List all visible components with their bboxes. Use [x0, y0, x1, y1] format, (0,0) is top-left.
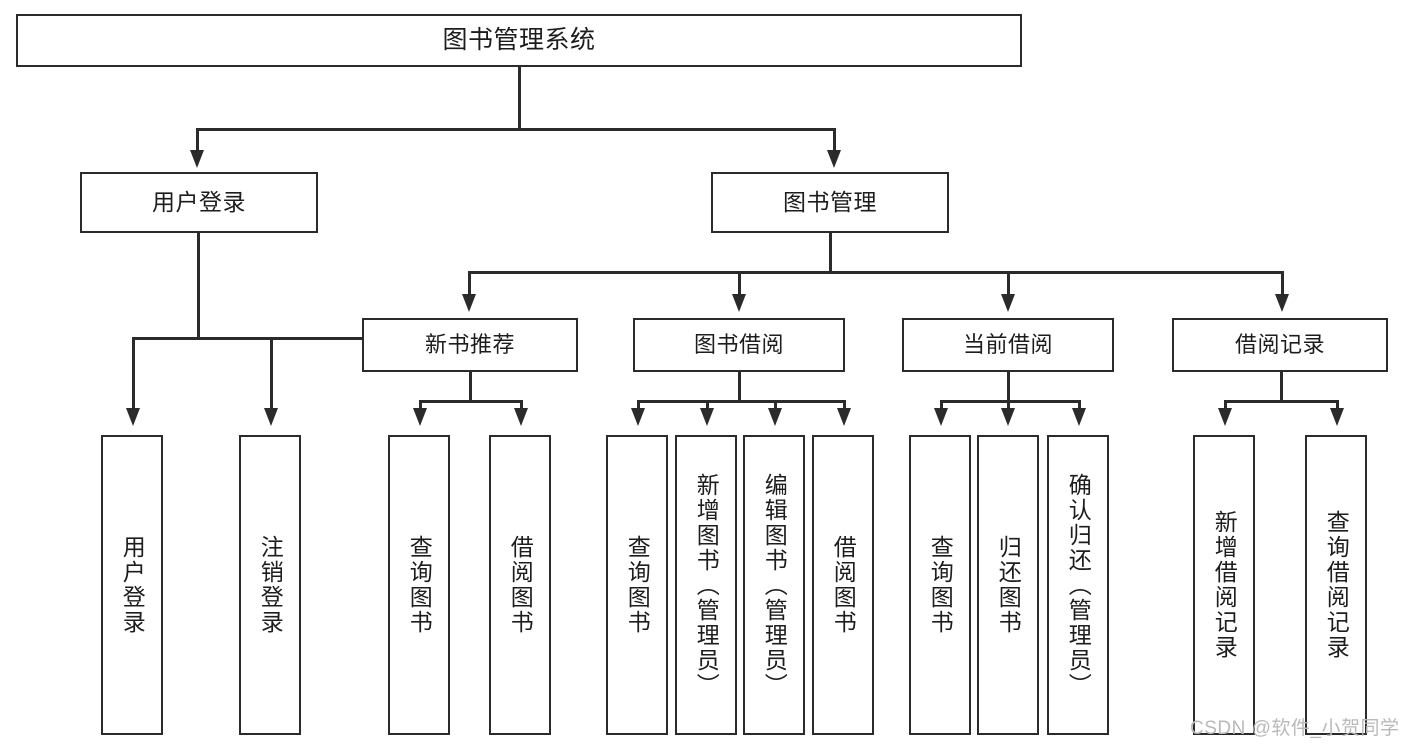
- node-leaf-cur-confirm-return-label: 确认归还（管理员）: [1065, 472, 1092, 698]
- node-leaf-rec-query-book[interactable]: 查询图书: [388, 435, 450, 735]
- node-leaf-user-login[interactable]: 用户登录: [101, 435, 163, 735]
- connector-current-borrow-drop-2: [1007, 400, 1010, 410]
- connector-root-to-user-login: [196, 128, 199, 152]
- connector-borrow-record-drop-2: [1336, 400, 1339, 410]
- node-user-login[interactable]: 用户登录: [80, 172, 318, 233]
- arrow-borrow-record-to-leaf-1: [1218, 408, 1232, 426]
- connector-book-borrow-drop-3: [774, 400, 777, 410]
- connector-current-borrow-drop-3: [1078, 400, 1081, 410]
- node-leaf-cur-return-book-label: 归还图书: [995, 535, 1022, 635]
- node-book-borrow-label: 图书借阅: [693, 332, 784, 358]
- arrow-book-manage-to-new-book-recommend: [462, 294, 476, 312]
- node-leaf-borrow-edit-book-label: 编辑图书（管理员）: [761, 472, 788, 698]
- connector-book-manage-drop-2: [738, 271, 741, 296]
- arrow-book-manage-to-current-borrow: [1001, 294, 1015, 312]
- node-book-manage[interactable]: 图书管理: [711, 172, 949, 233]
- arrow-root-to-book-manage: [827, 150, 841, 168]
- node-leaf-rec-query-book-label: 查询图书: [406, 535, 433, 635]
- node-leaf-user-logout-label: 注销登录: [257, 535, 284, 635]
- connector-book-manage-drop-1: [468, 271, 471, 296]
- node-leaf-rec-query-record-label: 查询借阅记录: [1323, 510, 1350, 660]
- connector-user-login-drop-1: [132, 337, 135, 410]
- connector-new-book-recommend-drop-1: [419, 400, 422, 410]
- arrow-book-borrow-to-leaf-1: [631, 408, 645, 426]
- connector-current-borrow-bus: [940, 400, 1081, 403]
- connector-root-stem: [518, 67, 521, 130]
- arrow-book-borrow-to-leaf-3: [768, 408, 782, 426]
- node-leaf-rec-add-record[interactable]: 新增借阅记录: [1193, 435, 1255, 735]
- node-leaf-borrow-query-book[interactable]: 查询图书: [606, 435, 668, 735]
- connector-book-borrow-drop-2: [706, 400, 709, 410]
- connector-new-book-recommend-drop-2: [520, 400, 523, 410]
- connector-root-to-book-manage: [833, 128, 836, 152]
- connector-book-borrow-drop-1: [637, 400, 640, 410]
- node-leaf-borrow-borrow-book[interactable]: 借阅图书: [812, 435, 874, 735]
- node-root[interactable]: 图书管理系统: [16, 14, 1022, 67]
- connector-book-borrow-drop-4: [843, 400, 846, 410]
- node-leaf-borrow-add-book[interactable]: 新增图书（管理员）: [675, 435, 737, 735]
- arrow-book-manage-to-borrow-record: [1275, 294, 1289, 312]
- connector-book-manage-drop-4: [1281, 271, 1284, 296]
- arrow-new-book-recommend-to-leaf-1: [413, 408, 427, 426]
- node-leaf-cur-query-book[interactable]: 查询图书: [909, 435, 971, 735]
- node-leaf-borrow-query-book-label: 查询图书: [624, 535, 651, 635]
- node-book-borrow[interactable]: 图书借阅: [633, 318, 845, 372]
- arrow-book-borrow-to-leaf-4: [837, 408, 851, 426]
- connector-borrow-record-drop-1: [1224, 400, 1227, 410]
- connector-current-borrow-stem: [1007, 372, 1010, 402]
- arrow-root-to-user-login: [190, 150, 204, 168]
- connector-book-manage-drop-3: [1007, 271, 1010, 296]
- connector-user-login-bus: [132, 337, 402, 340]
- node-leaf-rec-borrow-book[interactable]: 借阅图书: [489, 435, 551, 735]
- node-current-borrow-label: 当前借阅: [962, 332, 1053, 358]
- arrow-user-login-to-leaf-user-logout: [264, 408, 278, 426]
- node-leaf-rec-add-record-label: 新增借阅记录: [1211, 510, 1238, 660]
- node-leaf-rec-query-record[interactable]: 查询借阅记录: [1305, 435, 1367, 735]
- node-borrow-record-label: 借阅记录: [1234, 332, 1325, 358]
- arrow-user-login-to-leaf-user-login: [126, 408, 140, 426]
- arrow-new-book-recommend-to-leaf-2: [514, 408, 528, 426]
- arrow-book-borrow-to-leaf-2: [700, 408, 714, 426]
- connector-new-book-recommend-stem: [469, 372, 472, 402]
- node-book-manage-label: 图书管理: [783, 188, 877, 215]
- connector-user-login-stem: [197, 233, 200, 339]
- node-leaf-borrow-edit-book[interactable]: 编辑图书（管理员）: [743, 435, 805, 735]
- node-new-book-recommend[interactable]: 新书推荐: [362, 318, 578, 372]
- node-root-label: 图书管理系统: [442, 25, 596, 54]
- node-leaf-cur-query-book-label: 查询图书: [927, 535, 954, 635]
- node-leaf-rec-borrow-book-label: 借阅图书: [507, 535, 534, 635]
- connector-book-borrow-bus: [637, 400, 845, 403]
- connector-book-borrow-stem: [738, 372, 741, 402]
- node-leaf-user-logout[interactable]: 注销登录: [239, 435, 301, 735]
- connector-user-login-drop-2: [270, 337, 273, 410]
- node-current-borrow[interactable]: 当前借阅: [902, 318, 1114, 372]
- arrow-current-borrow-to-leaf-3: [1072, 408, 1086, 426]
- connector-current-borrow-drop-1: [940, 400, 943, 410]
- connector-borrow-record-bus: [1224, 400, 1338, 403]
- node-leaf-cur-confirm-return[interactable]: 确认归还（管理员）: [1047, 435, 1109, 735]
- connector-book-manage-stem: [829, 233, 832, 273]
- node-new-book-recommend-label: 新书推荐: [424, 332, 515, 358]
- node-leaf-borrow-add-book-label: 新增图书（管理员）: [693, 472, 720, 698]
- connector-borrow-record-stem: [1280, 372, 1283, 402]
- node-leaf-user-login-label: 用户登录: [119, 535, 146, 635]
- connector-new-book-recommend-bus: [419, 400, 523, 403]
- node-borrow-record[interactable]: 借阅记录: [1172, 318, 1388, 372]
- node-leaf-borrow-borrow-book-label: 借阅图书: [830, 535, 857, 635]
- arrow-book-manage-to-book-borrow: [732, 294, 746, 312]
- arrow-current-borrow-to-leaf-1: [934, 408, 948, 426]
- arrow-borrow-record-to-leaf-2: [1330, 408, 1344, 426]
- arrow-current-borrow-to-leaf-2: [1001, 408, 1015, 426]
- node-leaf-cur-return-book[interactable]: 归还图书: [977, 435, 1039, 735]
- connector-root-bus: [196, 128, 836, 131]
- connector-book-manage-bus: [468, 271, 1283, 274]
- node-user-login-label: 用户登录: [152, 188, 246, 215]
